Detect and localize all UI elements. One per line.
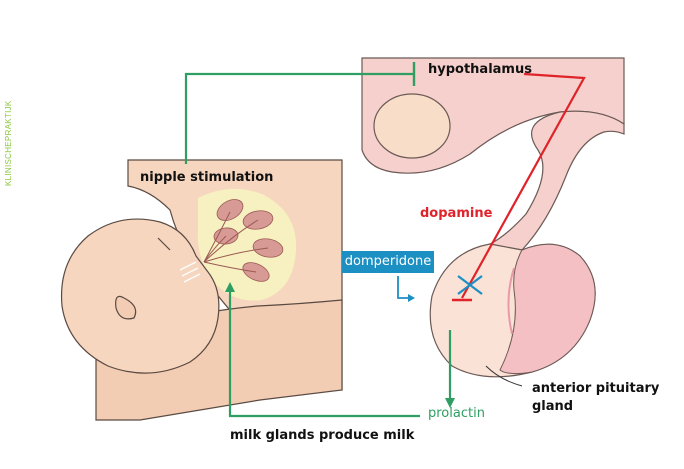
arrow-down-icon — [445, 398, 455, 408]
label-dopamine: dopamine — [420, 206, 493, 221]
block-cross-icon — [457, 275, 483, 295]
label-prolactin: prolactin — [428, 406, 485, 421]
watermark: KLINISCHEPRAKTIJK — [4, 100, 13, 186]
hypothalamus-body — [373, 93, 451, 159]
suckling-lines — [179, 261, 201, 283]
baby-ear — [115, 295, 137, 320]
label-anterior-pituitary-gland: gland — [532, 399, 574, 414]
label-domperidone: domperidone — [342, 251, 434, 273]
label-anterior-pituitary: anterior pituitary — [532, 381, 660, 396]
arrow-up-icon — [225, 282, 235, 292]
milk-lobules — [213, 199, 284, 282]
pituitary-stalk — [488, 110, 625, 251]
label-nipple-stimulation: nipple stimulation — [140, 170, 274, 185]
milk-ducts — [203, 211, 269, 273]
arrow-right-icon — [397, 276, 410, 299]
baby-head — [60, 218, 220, 374]
prolactin-to-breast-path — [228, 288, 420, 418]
posterior-pituitary — [499, 243, 596, 375]
label-milk-glands: milk glands produce milk — [230, 428, 415, 443]
baby-eyebrow — [157, 237, 171, 251]
pituitary-inner-line — [507, 267, 515, 335]
label-hypothalamus: hypothalamus — [428, 62, 532, 77]
dopamine-path — [461, 72, 586, 299]
nipple-to-hypothalamus-path — [184, 72, 414, 164]
pituitary-leader-line — [485, 365, 523, 387]
